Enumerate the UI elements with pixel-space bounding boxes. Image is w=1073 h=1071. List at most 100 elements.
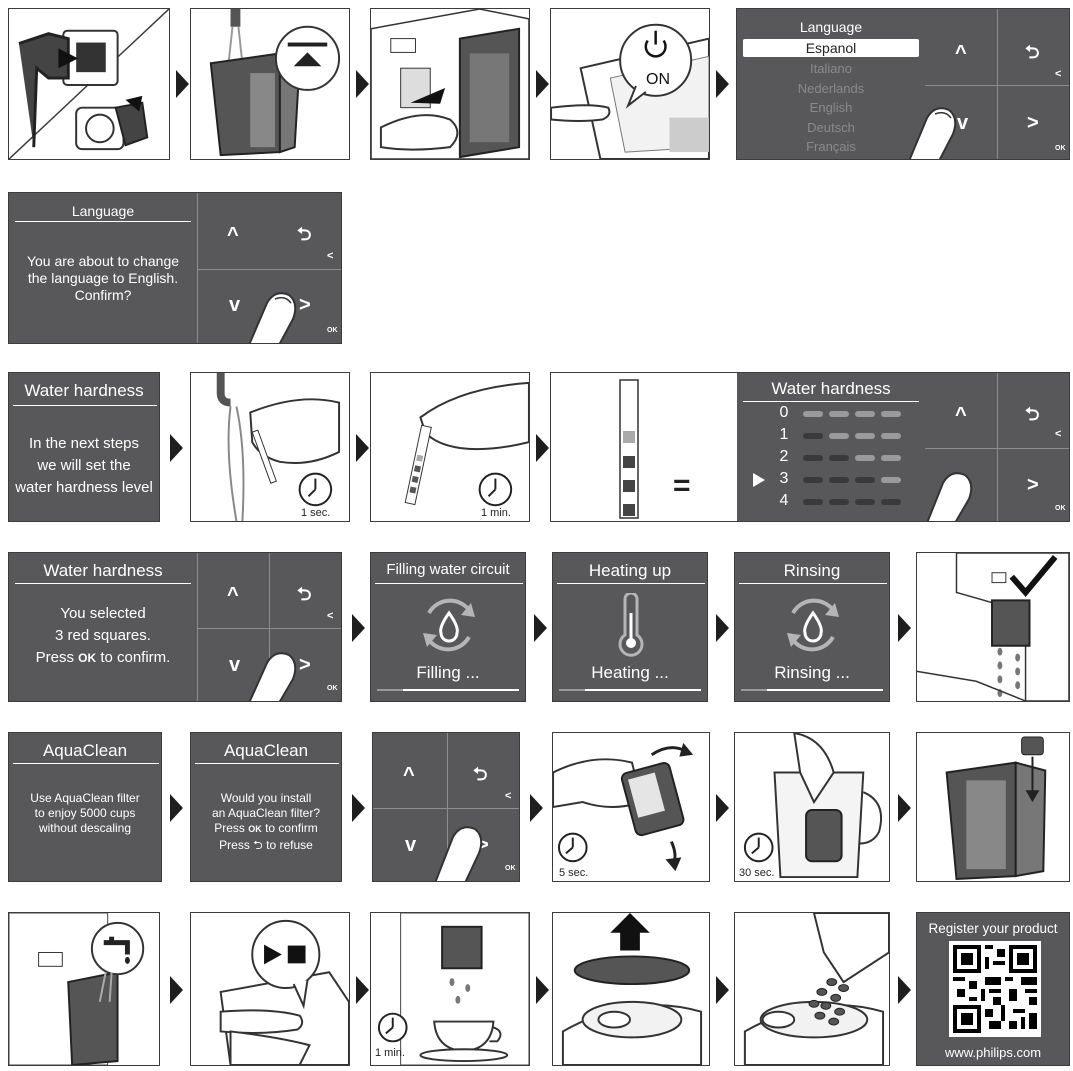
down-button[interactable]: v (229, 294, 241, 316)
step-arrow (898, 794, 911, 822)
water-hardness-intro-screen: Water hardness In the next steps we will… (8, 372, 160, 522)
screen-body-line: without descaling (38, 821, 132, 835)
finger-icon (927, 472, 973, 521)
step-arrow (352, 614, 365, 642)
aquaclean-install-screen: AquaClean Would you install an AquaClean… (190, 732, 342, 882)
screen-title: Rinsing (783, 561, 841, 580)
back-icon: ⮌ (253, 838, 263, 852)
power-on-illustration (551, 23, 709, 159)
step-arrow (356, 434, 369, 462)
hardness-level-row[interactable]: 0 (737, 404, 1069, 424)
step-arrow (534, 614, 547, 642)
step-fill-tank-again (8, 912, 160, 1066)
filling-water-circuit-screen: Filling water circuit Filling ... (370, 552, 526, 702)
equals-sign: = (673, 469, 691, 502)
screen-title: Water hardness (771, 379, 891, 398)
step-arrow (536, 70, 549, 98)
step-arrow (716, 70, 729, 98)
heating-up-screen: Heating up Heating ... (552, 552, 708, 702)
step-arrow (356, 70, 369, 98)
hardness-level-row[interactable]: 1 (737, 426, 1069, 446)
finger-icon (909, 107, 957, 159)
rinse-complete-illustration (917, 553, 1069, 701)
hardness-level-row[interactable]: 4 (737, 492, 1069, 512)
aquaclean-intro-screen: AquaClean Use AquaClean filter to enjoy … (8, 732, 162, 882)
water-circuit-icon (787, 598, 839, 652)
screen-body-line: the language to English. (27, 270, 179, 286)
language-option[interactable]: Français (806, 139, 856, 154)
back-button[interactable]: ⮌ (1025, 404, 1040, 424)
timer-label: 1 min. (481, 507, 511, 519)
step-arrow (176, 70, 189, 98)
step-arrow (352, 794, 365, 822)
language-option[interactable]: Nederlands (797, 81, 865, 96)
screen-body-line: 3 red squares. (55, 627, 151, 644)
ok-label: OK (327, 327, 338, 334)
screen-body-line: You selected (60, 605, 146, 622)
up-button[interactable]: ^ (227, 584, 239, 606)
back-button[interactable]: ⮌ (297, 224, 312, 244)
hardness-level-row-selected[interactable]: 3 (737, 470, 1069, 490)
hardness-level-row[interactable]: 2 (737, 448, 1069, 468)
up-button[interactable]: ^ (403, 764, 415, 786)
step-rinse-cup: 1 min. (370, 912, 530, 1066)
step-fill-water-tank (190, 8, 350, 160)
language-confirm-screen: Language You are about to change the lan… (8, 192, 342, 344)
next-button[interactable]: > (1027, 474, 1039, 496)
step-arrow (170, 794, 183, 822)
step-shake-filter: 5 sec. (552, 732, 710, 882)
language-option-selected[interactable]: Espanol (743, 39, 919, 57)
language-option[interactable]: Italiano (810, 61, 852, 76)
screen-title: Filling water circuit (386, 561, 510, 578)
register-url[interactable]: www.philips.com (944, 1045, 1042, 1060)
back-button[interactable]: ⮌ (473, 764, 488, 784)
language-option[interactable]: Deutsch (807, 120, 855, 135)
hardness-level-number: 1 (779, 426, 789, 443)
up-button[interactable]: ^ (227, 224, 239, 246)
back-small-icon: < (1055, 428, 1062, 440)
wet-strip-illustration (216, 373, 341, 521)
ok-label: OK (78, 651, 97, 665)
hold-strip-illustration (404, 381, 529, 507)
screen-body-line: Press OK to confirm (214, 821, 318, 835)
step-arrow (898, 614, 911, 642)
timer-label: 1 sec. (301, 507, 331, 519)
step-power-on: ON (550, 8, 710, 160)
up-button[interactable]: ^ (955, 404, 967, 426)
screen-body-line: we will set the (37, 457, 131, 474)
down-button[interactable]: v (957, 112, 969, 134)
soak-filter-illustration (743, 733, 883, 879)
down-button[interactable]: v (229, 654, 241, 676)
next-button[interactable]: > (299, 294, 311, 316)
finger-icon (435, 826, 483, 881)
step-arrow (356, 976, 369, 1004)
screen-body-line: Use AquaClean filter (30, 791, 140, 805)
aquaclean-nav-screen: ^ ⮌ < v > OK (372, 732, 520, 882)
qr-code[interactable] (949, 941, 1041, 1037)
step-arrow (898, 976, 911, 1004)
language-option[interactable]: English (809, 100, 853, 115)
finger-icon (249, 292, 297, 343)
power-plug-illustration (9, 9, 169, 159)
power-on-label: ON (646, 71, 670, 88)
finger-icon (249, 652, 297, 701)
register-title: Register your product (928, 921, 1058, 936)
next-button[interactable]: > (299, 654, 311, 676)
step-wait-test-strip: 1 min. (370, 372, 530, 522)
back-small-icon: < (505, 790, 512, 802)
hardness-level-number: 3 (779, 470, 789, 487)
water-circuit-icon (423, 598, 475, 652)
up-button[interactable]: ^ (955, 42, 967, 64)
start-rinse-illustration (219, 919, 349, 1065)
progress-bar (377, 689, 519, 691)
next-button[interactable]: > (1027, 112, 1039, 134)
back-button[interactable]: ⮌ (297, 584, 312, 604)
ok-label: OK (248, 824, 262, 834)
screen-body-line: an AquaClean filter? (211, 806, 321, 820)
down-button[interactable]: v (405, 834, 417, 856)
screen-title: Language (71, 203, 135, 219)
back-button[interactable]: ⮌ (1025, 42, 1040, 62)
rinsing-screen: Rinsing Rinsing ... (734, 552, 890, 702)
next-button[interactable]: > (477, 834, 489, 856)
step-arrow (530, 794, 543, 822)
